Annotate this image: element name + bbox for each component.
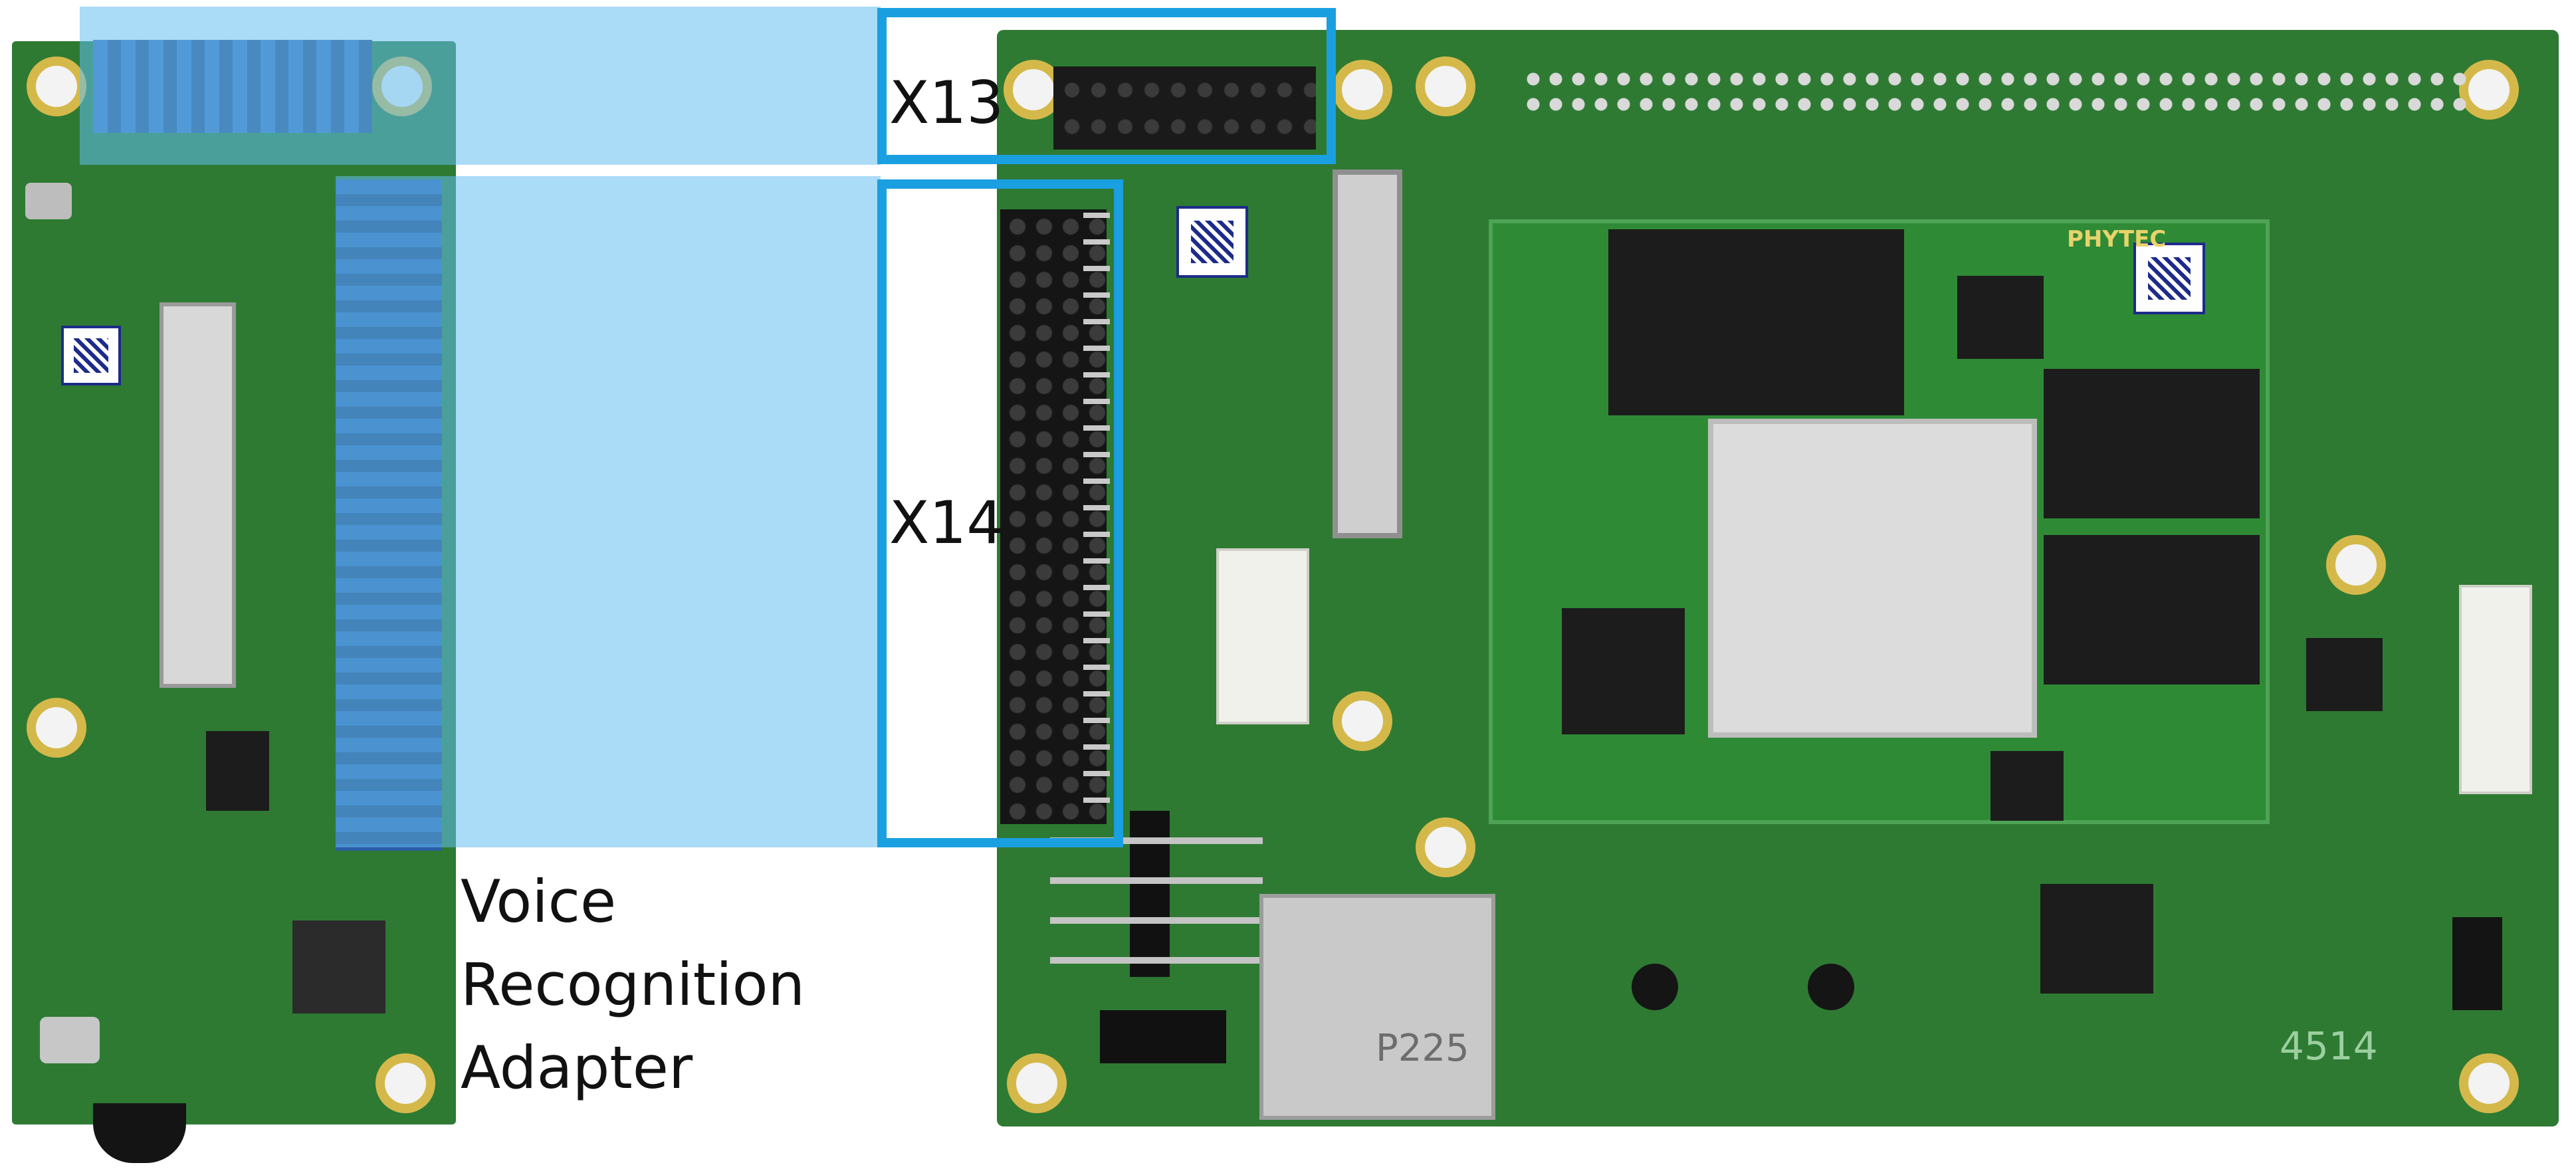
x13-connector	[1053, 66, 1316, 150]
small-ic	[2040, 884, 2153, 994]
mount-hole	[27, 56, 86, 116]
resistor	[2452, 917, 2502, 1010]
adapter-label-line-3: Adapter	[461, 1033, 693, 1102]
mount-hole	[1333, 60, 1392, 120]
mount-hole	[1333, 691, 1392, 751]
pin-header-leads	[1050, 837, 1263, 970]
mount-hole	[1007, 1053, 1067, 1113]
phytec-logo: PHYTEC	[2067, 226, 2167, 253]
ribbon-connector	[160, 302, 236, 688]
flash-chip	[1608, 229, 1904, 415]
mount-hole	[2326, 535, 2386, 595]
sd-card-socket	[1259, 894, 1495, 1120]
jst-connector	[1216, 548, 1309, 724]
x14-highlight-box	[877, 179, 1123, 847]
datamatrix-code	[61, 326, 121, 385]
adapter-label-line-2: Recognition	[461, 950, 805, 1019]
x14-label: X14	[889, 488, 1004, 557]
audio-jack	[93, 1103, 186, 1163]
processor-chip	[1708, 419, 2037, 738]
socket-silkscreen: P225	[1376, 1027, 1469, 1070]
mount-hole	[376, 1053, 435, 1113]
ic-chip	[292, 920, 385, 1014]
mount-hole	[1416, 817, 1475, 877]
x13-highlight-box	[877, 8, 1336, 164]
small-ic	[2306, 638, 2383, 711]
crystal	[25, 183, 72, 219]
board-number: 4514	[2280, 1023, 2378, 1069]
small-ic	[1957, 276, 2044, 359]
mount-hole	[27, 698, 86, 758]
ram-chip	[2044, 535, 2260, 685]
x13-label: X13	[889, 68, 1004, 137]
crystal	[40, 1017, 100, 1063]
via-array	[1522, 66, 2472, 120]
mapping-band-x13	[80, 7, 881, 165]
x14-pin-leads	[1083, 213, 1110, 824]
jst-connector	[2459, 585, 2532, 794]
ic-chip	[206, 731, 269, 811]
mount-hole	[2459, 1053, 2519, 1113]
adapter-label-line-1: Voice	[461, 867, 617, 936]
ram-chip	[2044, 369, 2260, 518]
datamatrix-code	[1176, 206, 1248, 278]
mapping-band-x14	[336, 176, 881, 847]
datamatrix-code	[2133, 243, 2205, 314]
mount-hole	[1416, 56, 1475, 116]
small-ic	[1990, 751, 2064, 821]
flex-connector	[1333, 169, 1402, 538]
pin-header	[1100, 1010, 1226, 1063]
via-holes	[1632, 964, 1678, 1010]
via-holes	[1808, 964, 1854, 1010]
pmic-chip	[1562, 608, 1685, 734]
